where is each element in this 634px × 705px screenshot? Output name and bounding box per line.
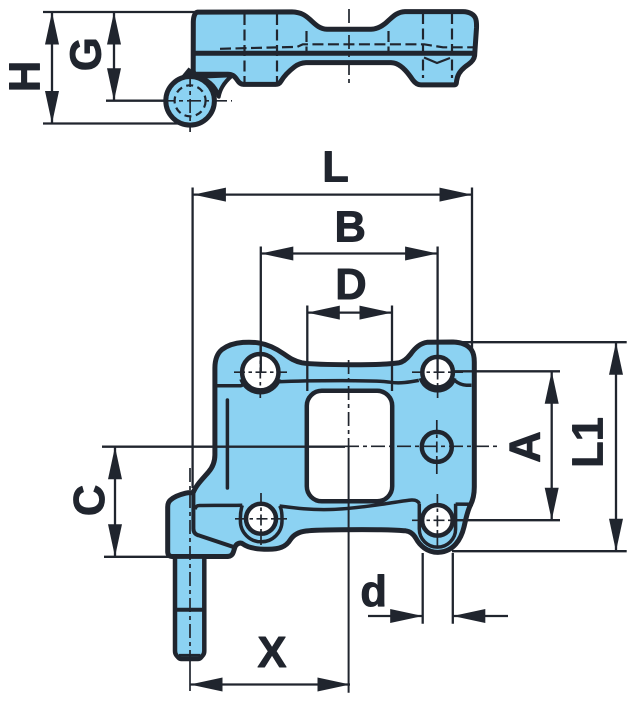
svg-text:d: d	[360, 568, 387, 616]
svg-text:C: C	[66, 485, 114, 516]
svg-text:G: G	[63, 37, 111, 71]
svg-text:A: A	[502, 431, 550, 462]
svg-text:H: H	[2, 61, 50, 92]
svg-text:L1: L1	[565, 417, 613, 468]
svg-text:D: D	[335, 261, 366, 309]
svg-text:L: L	[322, 144, 349, 192]
svg-text:X: X	[257, 629, 286, 677]
svg-text:B: B	[334, 204, 365, 252]
